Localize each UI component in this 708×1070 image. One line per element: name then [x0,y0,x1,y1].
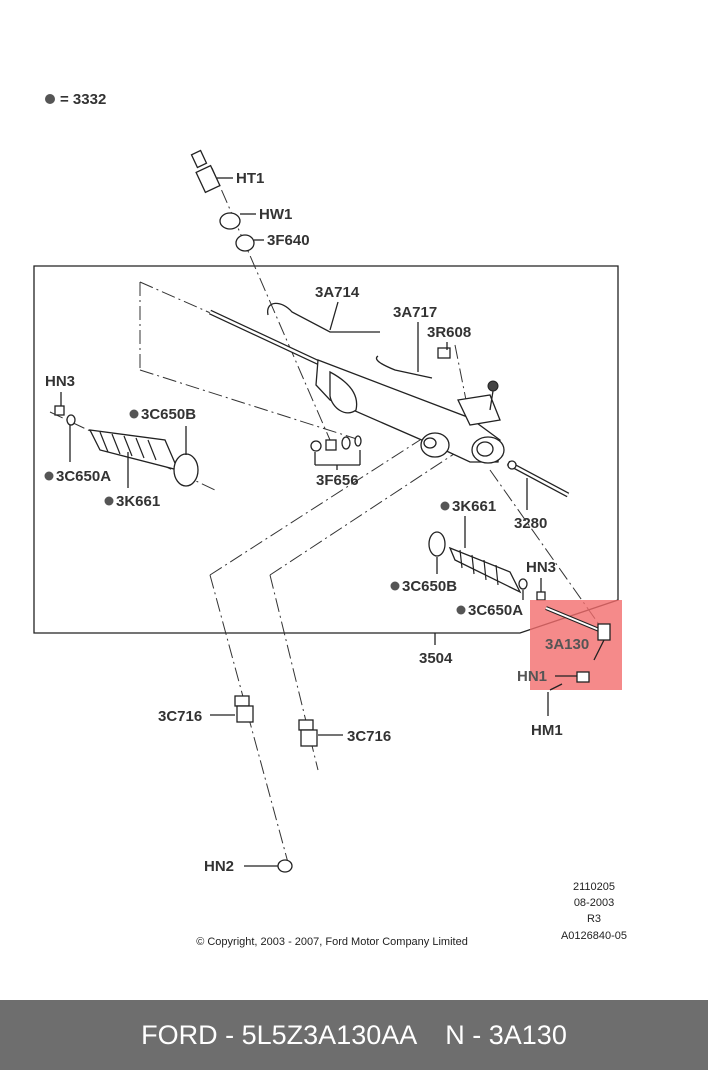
nut-hn3-right [536,591,546,601]
highlight-3a130 [530,600,622,690]
label-3f656: 3F656 [316,472,359,489]
fitting-3c716-left [234,695,254,723]
label-hn2: HN2 [204,858,234,875]
footer-part-number: FORD - 5L5Z3A130AA [141,1019,418,1050]
nut-hn1 [576,671,590,683]
label-3504: 3504 [419,650,453,667]
copyright: © Copyright, 2003 - 2007, Ford Motor Com… [196,936,468,948]
label-hn3-right: HN3 [526,559,556,576]
label-3c650b-left: 3C650B [141,406,196,423]
dot-3c650a-right-icon [456,605,466,615]
fitting-3r608 [437,347,451,359]
bushing-3f640 [235,234,255,252]
label-hw1: HW1 [259,206,292,223]
legend-dot-icon [45,94,55,104]
valve-fitting-ht1 [190,149,221,194]
boot-3k661-right [448,546,522,594]
label-hm1: HM1 [531,722,563,739]
seal-kit-3f656 [310,435,362,470]
return-tube-3a717 [375,355,433,379]
tie-rod-end-3a130 [545,606,611,661]
label-3k661-right: 3K661 [452,498,496,515]
label-hn1: HN1 [517,668,547,685]
label-3a130: 3A130 [545,636,589,653]
dot-3c650a-left-icon [44,471,54,481]
label-3k661-left: 3K661 [116,493,160,510]
clamp-3c650b-right [428,531,446,557]
dot-3c650b-right-icon [390,581,400,591]
label-3a717: 3A717 [393,304,437,321]
label-3c650b-right: 3C650B [402,578,457,595]
leader-lines [60,177,577,867]
label-3c650a-right: 3C650A [468,602,523,619]
part-number-footer: FORD - 5L5Z3A130AA N - 3A130 [0,1000,708,1070]
dot-3c650b-left-icon [129,409,139,419]
dot-3k661-right-icon [440,501,450,511]
nut-hn2 [277,859,293,873]
pressure-tube-3a714 [267,302,380,333]
label-3r608: 3R608 [427,324,471,341]
label-3c650a-left: 3C650A [56,468,111,485]
steering-gear-housing [315,359,505,464]
footer-code: N - 3A130 [445,1019,567,1050]
label-ht1: HT1 [236,170,264,187]
clamp-3c650a-left [66,414,76,426]
meta-line-2: 08-2003 [574,897,614,909]
label-3c716-left: 3C716 [158,708,202,725]
label-3280: 3280 [514,515,547,532]
inner-tie-rod-right [506,460,570,498]
meta-line-1: 2110205 [573,881,615,893]
clamp-3c650b-left [173,453,199,487]
dot-3k661-left-icon [104,496,114,506]
inner-tie-rod-left [208,309,332,371]
parts-diagram: = 3332 [33,91,627,948]
seal-hw1 [219,212,241,230]
boot-3k661-left [88,429,180,471]
legend-text: = 3332 [60,91,106,108]
pin-hm1 [549,683,563,691]
clamp-3c650a-right [518,578,528,590]
label-3f640: 3F640 [267,232,310,249]
label-3a714: 3A714 [315,284,360,301]
meta-line-3: R3 [587,913,601,925]
label-hn3-left: HN3 [45,373,75,390]
nut-hn3-left [54,405,65,416]
fitting-3c716-right [298,719,318,747]
label-3c716-right: 3C716 [347,728,391,745]
meta-line-4: A0126840-05 [561,930,627,942]
